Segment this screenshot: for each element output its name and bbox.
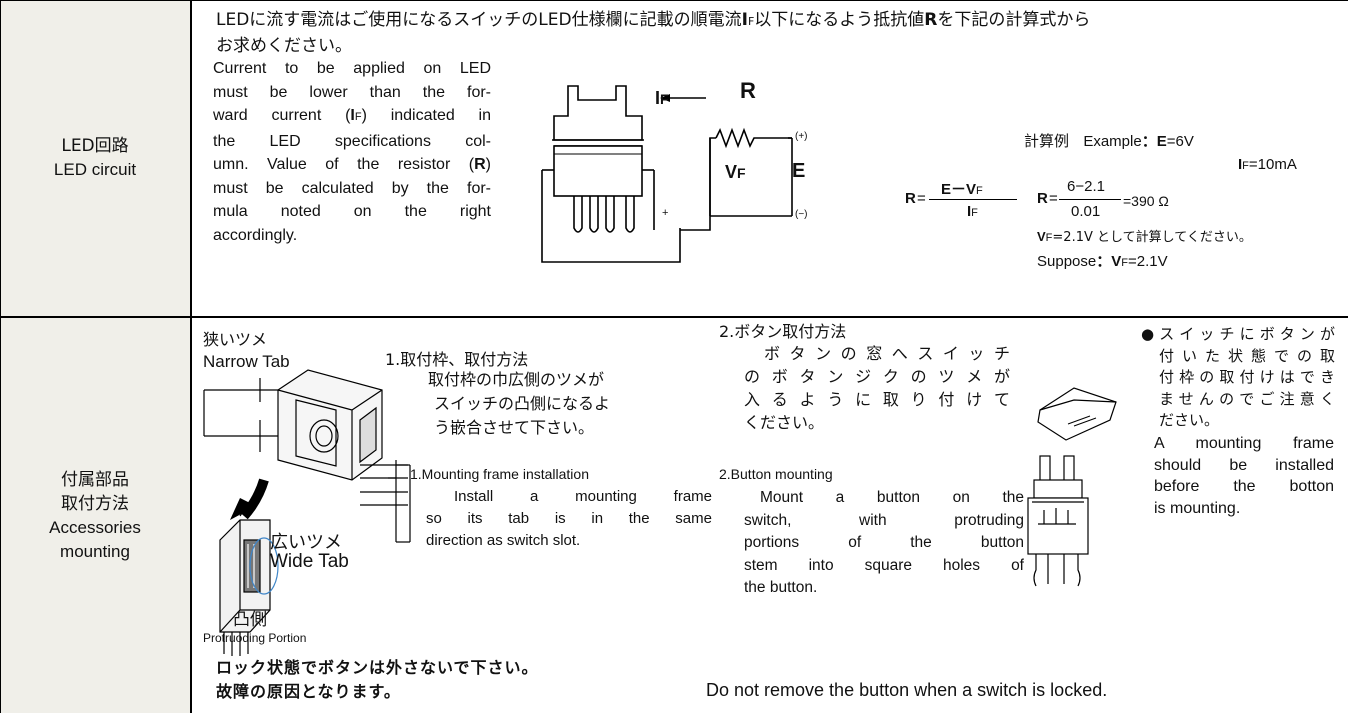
row-label-led-ja: LED回路 xyxy=(61,136,129,156)
calc-vf-note-en: Suppose：VF=2.1V xyxy=(1037,253,1168,270)
sec2-title-en: 2.Button mounting xyxy=(719,466,833,482)
button-illustration xyxy=(1037,387,1117,441)
wide-tab-ja: 広いツメ xyxy=(270,532,342,553)
row-label-led-circuit: LED回路 LED circuit xyxy=(0,0,190,316)
sec1-body-en: Install a mounting frame so its tab is i… xyxy=(426,488,712,549)
row-label-acc-en2: mounting xyxy=(60,541,130,561)
row-label-led-en: LED circuit xyxy=(53,160,137,179)
diagram-minus-terminal: (−) xyxy=(795,209,808,220)
column-divider xyxy=(190,0,192,713)
calc-vf-note-ja: VF=2.1V として計算してください。 xyxy=(1037,229,1252,245)
lock-warning-ja: ロック状態でボタンは外さないで下さい。 故障の原因となります。 xyxy=(216,658,539,701)
left-border xyxy=(0,0,1,713)
sec1-title-ja: 1.取付枠、取付方法 xyxy=(385,350,529,369)
led-explanation-en: Current to be applied on LED must be low… xyxy=(213,60,491,244)
diagram-label-r: R xyxy=(740,78,756,103)
sec2-title-ja: 2.ボタン取付方法 xyxy=(719,322,847,341)
note-ja: ●スイッチにボタンが 付いた状態での取 付枠の取付けはでき ませんのでご注意く … xyxy=(1141,325,1335,429)
mounting-frame-illustration xyxy=(203,369,411,656)
led-circuit-diagram xyxy=(541,85,793,263)
row-label-acc-ja2: 取付方法 xyxy=(61,493,129,514)
sec2-body-en: Mount a button on the switch, with protr… xyxy=(744,489,1024,596)
diagram-plus-terminal: (+) xyxy=(795,131,808,142)
narrow-tab-ja: 狭いツメ xyxy=(203,330,268,349)
led-intro-ja: LEDに流す電流はご使用になるスイッチのLED仕様欄に記載の順電流IF以下になる… xyxy=(216,10,1091,56)
top-border xyxy=(0,0,1348,1)
formula-general: R = E－VF IF xyxy=(905,178,1025,222)
protruding-ja: 凸側 xyxy=(233,610,267,630)
wide-tab-en: Wide Tab xyxy=(270,551,349,572)
diagram-label-vf: VF xyxy=(725,162,746,182)
sec2-body-ja: ボタンの窓へスイッチ のボタンジクのツメが 入るように取り付けて ください。 xyxy=(744,344,1010,432)
diagram-label-if: IF xyxy=(655,88,669,108)
row-label-acc-ja1: 付属部品 xyxy=(61,469,129,490)
diagram-plus: + xyxy=(662,207,669,219)
calc-example-title: 計算例 Example：E=6V xyxy=(1024,132,1194,150)
row-divider xyxy=(0,316,1348,318)
protruding-en: Protruoding Portion xyxy=(203,631,307,645)
switch-with-button-illustration xyxy=(1027,455,1089,587)
calc-if-value: IF=10mA xyxy=(1238,156,1297,173)
note-en: A mounting frame should be installed bef… xyxy=(1154,435,1334,517)
narrow-tab-en: Narrow Tab xyxy=(203,352,290,371)
row-label-acc-en1: Accessories xyxy=(49,517,141,537)
diagram-label-e: E xyxy=(792,160,806,182)
sec1-title-en: 1.Mounting frame installation xyxy=(410,466,589,482)
sec1-body-ja: 取付枠の巾広側のツメが スイッチの凸側になるよ う嵌合させて下さい。 xyxy=(428,370,611,437)
lock-warning-en: Do not remove the button when a switch i… xyxy=(706,680,1108,700)
row-label-accessories: 付属部品 取付方法 Accessories mounting xyxy=(0,318,190,713)
formula-example: R = 6−2.1 0.01 =390 Ω xyxy=(1037,178,1169,220)
